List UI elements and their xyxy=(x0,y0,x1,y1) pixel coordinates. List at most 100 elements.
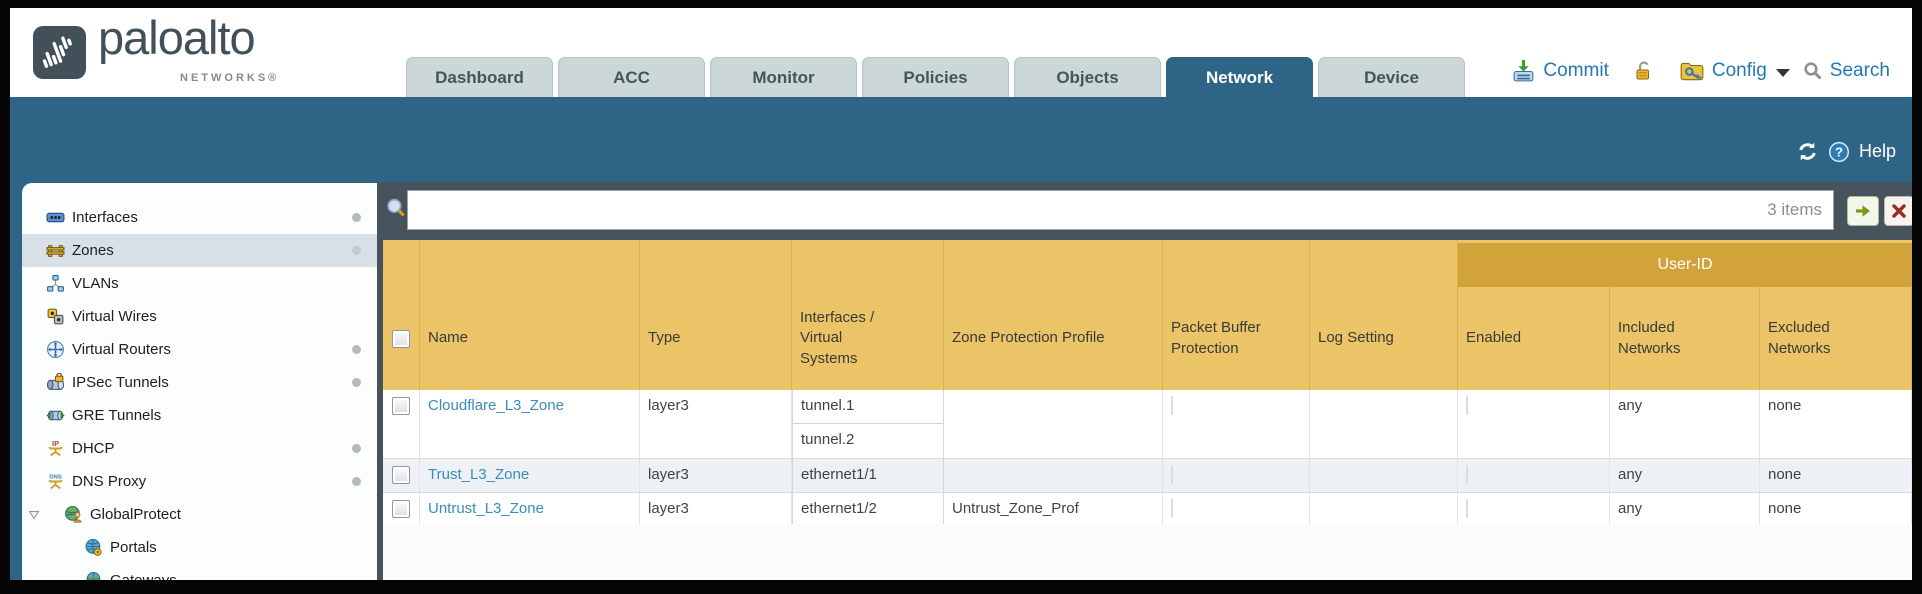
col-included-networks[interactable]: Included Networks xyxy=(1610,287,1760,390)
tab-policies[interactable]: Policies xyxy=(862,57,1009,97)
expand-triangle-icon[interactable] xyxy=(28,508,40,520)
col-zone-protection-profile[interactable]: Zone Protection Profile xyxy=(944,287,1163,390)
svg-text:IP: IP xyxy=(52,439,59,448)
sidebar-item-gateways[interactable]: Gateways xyxy=(22,564,377,580)
status-dot xyxy=(352,213,361,222)
zone-type: layer3 xyxy=(640,459,792,492)
brand-subtitle: NETWORKS® xyxy=(180,72,280,84)
table-row: Cloudflare_L3_Zone layer3 tunnel.1 tunne… xyxy=(383,390,1912,459)
portals-icon xyxy=(84,538,103,557)
user-id-enabled-checkbox[interactable] xyxy=(1466,499,1468,518)
zone-type: layer3 xyxy=(640,390,792,458)
zones-icon xyxy=(46,241,65,260)
sidebar-item-vlans[interactable]: VLANs xyxy=(22,267,377,300)
refresh-icon[interactable] xyxy=(1796,140,1819,163)
interface-entry: ethernet1/2 xyxy=(801,500,877,517)
commit-button[interactable]: Commit xyxy=(1543,60,1609,81)
user-id-enabled-checkbox[interactable] xyxy=(1466,396,1468,415)
status-dot xyxy=(352,378,361,387)
header-actions: Commit Config xyxy=(1511,58,1890,84)
row-checkbox[interactable] xyxy=(392,500,410,518)
status-dot xyxy=(352,246,361,255)
packet-buffer-protection-checkbox[interactable] xyxy=(1171,396,1173,415)
col-type[interactable]: Type xyxy=(640,287,792,390)
excluded-networks: none xyxy=(1760,459,1912,492)
globalprotect-icon xyxy=(64,505,83,524)
filter-input[interactable] xyxy=(407,190,1834,230)
row-checkbox[interactable] xyxy=(392,397,410,415)
col-interfaces[interactable]: Interfaces / Virtual Systems xyxy=(792,287,944,390)
tab-dashboard[interactable]: Dashboard xyxy=(406,57,553,97)
lock-icon[interactable] xyxy=(1633,60,1655,82)
zone-name-link[interactable]: Trust_L3_Zone xyxy=(428,466,530,483)
brand-wordmark: paloalto xyxy=(98,11,256,64)
interface-entry: ethernet1/1 xyxy=(801,466,877,483)
table-header: Name Type Interfaces / Virtual Systems Z… xyxy=(383,287,1912,390)
config-button[interactable]: Config xyxy=(1711,60,1767,81)
packet-buffer-protection-checkbox[interactable] xyxy=(1171,499,1173,518)
app-header: paloalto NETWORKS® Dashboard ACC Monitor… xyxy=(10,8,1912,97)
sidebar-item-ipsec-tunnels[interactable]: IPSec Tunnels xyxy=(22,366,377,399)
col-enabled[interactable]: Enabled xyxy=(1458,287,1610,390)
commit-icon xyxy=(1511,59,1536,84)
status-dot xyxy=(352,477,361,486)
zone-interfaces: tunnel.1 tunnel.2 xyxy=(792,390,944,458)
log-setting xyxy=(1310,459,1458,492)
col-packet-buffer-protection[interactable]: Packet Buffer Protection xyxy=(1163,287,1310,390)
packet-buffer-protection-checkbox[interactable] xyxy=(1171,465,1173,484)
user-id-enabled-checkbox[interactable] xyxy=(1466,465,1468,484)
user-id-group-header: User-ID xyxy=(1458,240,1912,287)
table-row: Trust_L3_Zone layer3 ethernet1/1 any non… xyxy=(383,459,1912,493)
gateways-icon xyxy=(84,571,103,580)
apply-filter-button[interactable] xyxy=(1847,196,1879,226)
log-setting xyxy=(1310,493,1458,526)
search-icon xyxy=(1803,61,1823,81)
sidebar-item-virtual-routers[interactable]: Virtual Routers xyxy=(22,333,377,366)
gre-tunnels-icon xyxy=(46,406,65,425)
zone-type: layer3 xyxy=(640,493,792,526)
sidebar-item-dns-proxy[interactable]: DNS DNS Proxy xyxy=(22,465,377,498)
row-checkbox[interactable] xyxy=(392,466,410,484)
sidebar-item-zones[interactable]: Zones xyxy=(22,234,377,267)
sidebar: Interfaces Zones VLANs xyxy=(22,183,377,580)
sidebar-item-dhcp[interactable]: IP DHCP xyxy=(22,432,377,465)
sidebar-item-virtual-wires[interactable]: Virtual Wires xyxy=(22,300,377,333)
tab-network[interactable]: Network xyxy=(1166,57,1313,97)
svg-text:?: ? xyxy=(1835,144,1843,159)
help-label[interactable]: Help xyxy=(1858,141,1896,161)
ipsec-tunnels-icon xyxy=(46,373,65,392)
col-log-setting[interactable]: Log Setting xyxy=(1310,287,1458,390)
included-networks: any xyxy=(1610,493,1760,526)
select-all-checkbox[interactable] xyxy=(392,329,410,348)
main-nav-tabs: Dashboard ACC Monitor Policies Objects N… xyxy=(406,57,1470,97)
tab-device[interactable]: Device xyxy=(1318,57,1465,97)
dns-proxy-icon: DNS xyxy=(46,472,65,491)
sidebar-item-gre-tunnels[interactable]: GRE Tunnels xyxy=(22,399,377,432)
tab-acc[interactable]: ACC xyxy=(558,57,705,97)
app-window: paloalto NETWORKS® Dashboard ACC Monitor… xyxy=(10,8,1912,580)
zone-protection-profile xyxy=(944,459,1163,492)
col-excluded-networks[interactable]: Excluded Networks xyxy=(1760,287,1912,390)
content-background: ? Help Interfaces Zones xyxy=(10,97,1912,580)
help-icon[interactable]: ? xyxy=(1828,141,1850,163)
sidebar-item-portals[interactable]: Portals xyxy=(22,531,377,564)
filter-bar: 3 items xyxy=(377,182,1912,238)
main-panel: 3 items User-ID xyxy=(377,182,1912,580)
included-networks: any xyxy=(1610,459,1760,492)
zone-name-link[interactable]: Untrust_L3_Zone xyxy=(428,500,544,517)
virtual-wires-icon xyxy=(46,307,65,326)
status-dot xyxy=(352,444,361,453)
dhcp-icon: IP xyxy=(46,439,65,458)
tab-objects[interactable]: Objects xyxy=(1014,57,1161,97)
sidebar-item-globalprotect[interactable]: GlobalProtect xyxy=(22,498,377,531)
zone-name-link[interactable]: Cloudflare_L3_Zone xyxy=(428,397,564,414)
clear-filter-button[interactable] xyxy=(1884,196,1912,226)
sidebar-item-interfaces[interactable]: Interfaces xyxy=(22,201,377,234)
chevron-down-icon[interactable] xyxy=(1775,69,1790,77)
table-group-header: User-ID xyxy=(383,240,1912,287)
search-button[interactable]: Search xyxy=(1829,60,1890,81)
col-name[interactable]: Name xyxy=(420,287,640,390)
tab-monitor[interactable]: Monitor xyxy=(710,57,857,97)
config-icon xyxy=(1679,58,1705,84)
svg-text:DNS: DNS xyxy=(49,475,62,481)
